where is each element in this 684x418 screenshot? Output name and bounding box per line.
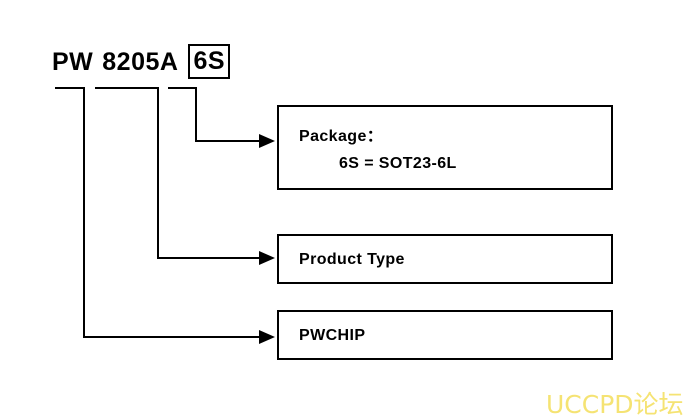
- connector-line-pwchip: [55, 87, 259, 338]
- watermark-text: UCCPD论坛: [546, 390, 684, 418]
- connector-line-product-type: [95, 87, 259, 259]
- part-number-core: 8205A: [102, 48, 179, 76]
- callout-box-pwchip: PWCHIP: [277, 310, 613, 360]
- part-number: PW 8205A 6S: [52, 44, 231, 79]
- package-option-value: 6S = SOT23-6L: [339, 155, 457, 172]
- callout-box-product-type: Product Type: [277, 234, 613, 284]
- arrowhead-product-type: [259, 251, 275, 265]
- arrowhead-pwchip: [259, 330, 275, 344]
- package-title: Package：: [299, 128, 384, 145]
- product-type-label: Product Type: [299, 251, 405, 268]
- part-number-prefix: PW: [52, 48, 94, 76]
- pwchip-label: PWCHIP: [299, 327, 366, 344]
- part-number-suffix-boxed: 6S: [188, 44, 231, 79]
- connector-line-package: [168, 87, 259, 142]
- arrowhead-package: [259, 134, 275, 148]
- callout-box-package: Package： 6S = SOT23-6L: [277, 105, 613, 190]
